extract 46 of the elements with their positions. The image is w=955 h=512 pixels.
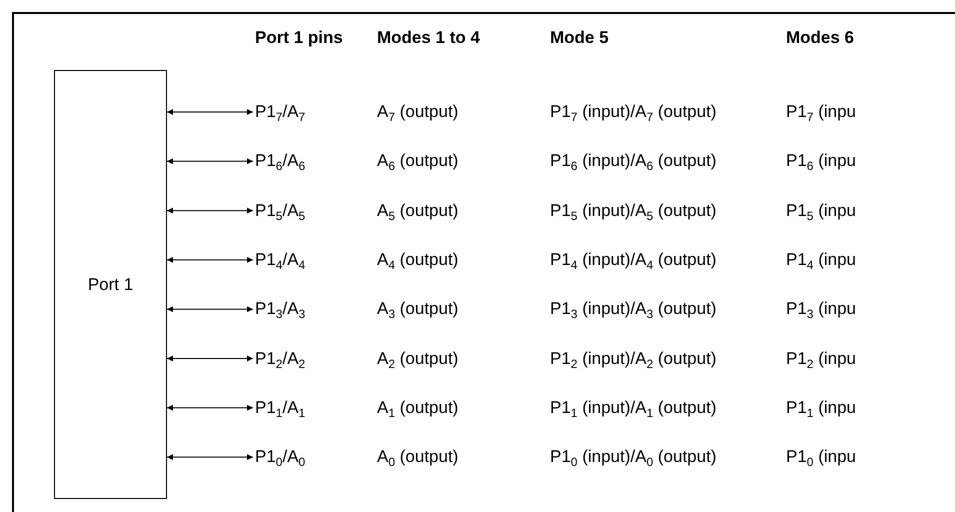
- port-label: Port 1: [88, 274, 134, 294]
- double-arrow: [166, 454, 254, 460]
- pin-label: P1$_{2}$/A$_{2}$: [255, 346, 306, 370]
- table-cell-text: P1$_{7}$ (inpu: [786, 101, 856, 124]
- table-cell-text: A$_{3}$ (output): [377, 298, 458, 322]
- pin-label: P1$_{1}$/A$_{1}$: [255, 396, 306, 420]
- table-cell-text: P1$_{3}$ (inpu: [786, 298, 856, 322]
- column-header: Modes 6: [786, 27, 854, 49]
- double-arrow: [166, 306, 254, 312]
- table-cell-text: P1$_{5}$ (input)/A$_{5}$ (output): [550, 200, 716, 223]
- table-cell-text: P1$_{4}$ (inpu: [786, 248, 856, 272]
- pin-label: P1$_{5}$/A$_{5}$: [255, 198, 306, 223]
- table-cell-text: P1$_{1}$ (input)/A$_{1}$ (output): [550, 396, 716, 420]
- table-cell-text: A$_{7}$ (output): [377, 101, 458, 124]
- column-header: Mode 5: [550, 27, 609, 49]
- table-cell-text: P1$_{3}$ (input)/A$_{3}$ (output): [550, 298, 716, 322]
- pin-label: P1$_{0}$/A$_{0}$: [255, 445, 306, 470]
- table-cell-text: A$_{0}$ (output): [377, 446, 458, 470]
- pin-label: P1$_{6}$/A$_{6}$: [255, 149, 306, 174]
- port-box: [54, 70, 167, 499]
- pin-label: P1$_{4}$/A$_{4}$: [255, 248, 306, 272]
- column-header: Port 1 pins: [255, 27, 343, 49]
- double-arrow: [166, 256, 254, 263]
- table-cell-text: A$_{6}$ (output): [377, 150, 458, 174]
- table-cell-text: P1$_{0}$ (inpu: [786, 446, 856, 470]
- double-arrow: [166, 208, 254, 214]
- table-cell-text: A$_{1}$ (output): [377, 396, 458, 420]
- table-cell-text: P1$_{2}$ (input)/A$_{2}$ (output): [550, 348, 716, 370]
- table-cell-text: P1$_{1}$ (inpu: [786, 396, 856, 420]
- table-cell-text: P1$_{5}$ (inpu: [786, 200, 856, 223]
- table-cell-text: P1$_{6}$ (inpu: [786, 150, 856, 174]
- double-arrow: [166, 356, 254, 362]
- table-cell-text: P1$_{0}$ (input)/A$_{0}$ (output): [550, 446, 716, 470]
- table-cell-text: P1$_{7}$ (input)/A$_{7}$ (output): [550, 101, 716, 124]
- double-arrow: [166, 109, 254, 115]
- table-cell-text: P1$_{4}$ (input)/A$_{4}$ (output): [550, 248, 716, 272]
- double-arrow: [166, 404, 254, 411]
- pin-label: P1$_{3}$/A$_{3}$: [255, 297, 306, 322]
- table-cell-text: A$_{2}$ (output): [377, 348, 458, 370]
- table-cell-text: P1$_{2}$ (inpu: [786, 348, 856, 370]
- table-cell-text: A$_{5}$ (output): [377, 200, 458, 223]
- pin-label: P1$_{7}$/A$_{7}$: [255, 100, 306, 124]
- table-cell-text: A$_{4}$ (output): [377, 248, 458, 272]
- column-header: Modes 1 to 4: [377, 27, 480, 49]
- table-cell-text: P1$_{6}$ (input)/A$_{6}$ (output): [550, 150, 716, 174]
- double-arrow: [166, 158, 254, 164]
